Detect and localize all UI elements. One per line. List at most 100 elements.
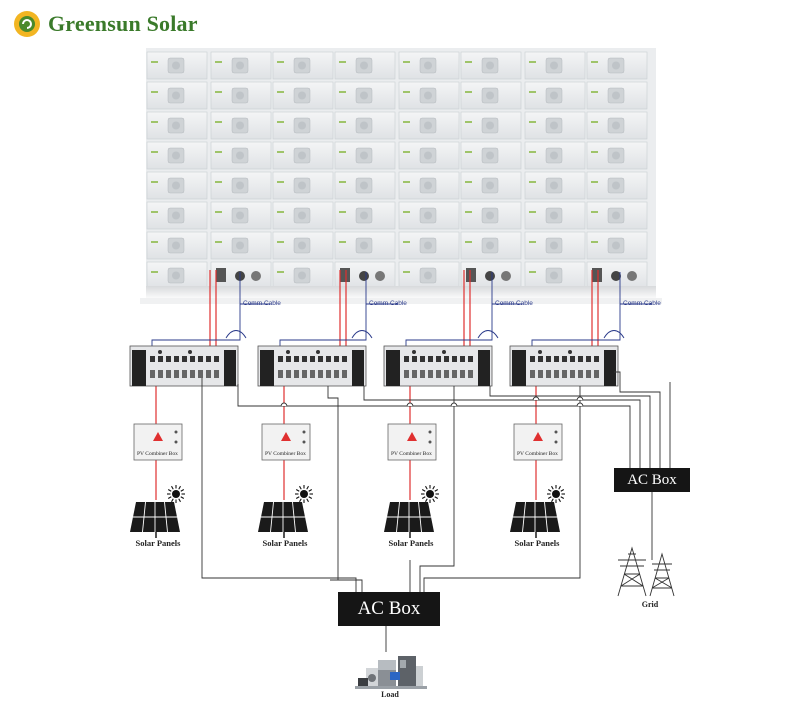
- ac-box-load: AC Box: [338, 592, 440, 626]
- battery-module: [146, 81, 208, 110]
- ac-wiring-load: [201, 378, 581, 652]
- battery-module: [586, 111, 648, 140]
- battery-module: [586, 141, 648, 170]
- sunflower-logo-icon: [14, 11, 40, 37]
- battery-module: [334, 171, 396, 200]
- battery-module: [398, 201, 460, 230]
- battery-module: [272, 171, 334, 200]
- load-label: Load: [381, 690, 399, 699]
- battery-module: [460, 141, 522, 170]
- battery-module: [210, 141, 272, 170]
- dc-cable-inverter-to-combiner: [155, 386, 537, 424]
- battery-module: [146, 201, 208, 230]
- battery-module: [398, 51, 460, 80]
- pv-combiner-box-label: PV Combiner Box: [137, 451, 178, 457]
- ac-wiring-grid: [237, 371, 671, 560]
- battery-module: [146, 111, 208, 140]
- solar-panels-label: Solar Panels: [262, 538, 308, 548]
- battery-module: [524, 81, 586, 110]
- comm-cable-label: Comm Cable: [243, 300, 281, 307]
- battery-module: [524, 171, 586, 200]
- battery-module: [398, 111, 460, 140]
- battery-control-unit: [460, 261, 522, 290]
- brand-name: Greensun Solar: [48, 11, 198, 36]
- battery-module: [272, 141, 334, 170]
- battery-module: [210, 171, 272, 200]
- battery-module: [272, 81, 334, 110]
- pv-combiner-box-label: PV Combiner Box: [265, 451, 306, 457]
- battery-module: [272, 111, 334, 140]
- transmission-tower-icon: [617, 546, 675, 597]
- battery-module: [460, 81, 522, 110]
- battery-module: [460, 231, 522, 260]
- combiner-box-icon: [513, 423, 563, 461]
- home-appliances-icon: [355, 656, 427, 689]
- combiner-box-icon: [387, 423, 437, 461]
- comm-cable-label: Comm Cable: [623, 300, 661, 307]
- battery-module: [210, 201, 272, 230]
- battery-module: [146, 141, 208, 170]
- battery-module: [210, 51, 272, 80]
- comm-cable-label: Comm Cable: [495, 300, 533, 307]
- wire-crossings: [280, 396, 584, 407]
- battery-module: [210, 81, 272, 110]
- battery-module: [334, 141, 396, 170]
- battery-module: [398, 141, 460, 170]
- battery-module: [586, 81, 648, 110]
- solar-panel-icon: [130, 485, 185, 538]
- battery-module: [334, 231, 396, 260]
- battery-rack-icon: [140, 48, 662, 304]
- battery-control-unit: [334, 261, 396, 290]
- solar-panels-label: Solar Panels: [388, 538, 434, 548]
- ac-box-grid-label: AC Box: [627, 471, 677, 488]
- solar-panel-icon: [258, 485, 313, 538]
- dc-cable-battery-to-inverter: [209, 270, 599, 350]
- battery-module: [460, 111, 522, 140]
- comm-cable-label: Comm Cable: [369, 300, 407, 307]
- battery-module: [146, 171, 208, 200]
- battery-module: [272, 51, 334, 80]
- grid-label: Grid: [641, 600, 659, 609]
- brand-header: Greensun Solar: [12, 8, 198, 40]
- ac-box-load-label: AC Box: [357, 598, 421, 619]
- battery-module: [398, 231, 460, 260]
- battery-module: [210, 111, 272, 140]
- inverter-icon: [509, 345, 619, 387]
- battery-module: [210, 231, 272, 260]
- inverter-icon: [129, 345, 239, 387]
- battery-module: [334, 51, 396, 80]
- battery-module: [586, 201, 648, 230]
- pv-combiner-box-label: PV Combiner Box: [391, 451, 432, 457]
- combiner-box-icon: [133, 423, 183, 461]
- battery-module: [146, 231, 208, 260]
- battery-module: [524, 141, 586, 170]
- comm-cable: [151, 272, 652, 346]
- solar-panel-icon: [510, 485, 565, 538]
- battery-module: [460, 201, 522, 230]
- pv-combiner-box-label: PV Combiner Box: [517, 451, 558, 457]
- battery-module: [524, 201, 586, 230]
- battery-module: [586, 231, 648, 260]
- battery-module: [460, 171, 522, 200]
- battery-module: [334, 111, 396, 140]
- battery-module: [524, 111, 586, 140]
- battery-module: [334, 81, 396, 110]
- solar-panels-label: Solar Panels: [135, 538, 181, 548]
- battery-module: [398, 171, 460, 200]
- battery-module: [460, 51, 522, 80]
- battery-module: [398, 81, 460, 110]
- battery-control-unit: [586, 261, 648, 290]
- battery-module: [146, 261, 208, 290]
- battery-module: [146, 51, 208, 80]
- battery-module: [524, 51, 586, 80]
- ac-box-grid: AC Box: [614, 468, 690, 492]
- battery-module: [398, 261, 460, 290]
- inverter-icon: [257, 345, 367, 387]
- combiner-box-icon: [261, 423, 311, 461]
- battery-module: [272, 261, 334, 290]
- battery-module: [272, 231, 334, 260]
- battery-control-unit: [210, 261, 272, 290]
- battery-module: [524, 231, 586, 260]
